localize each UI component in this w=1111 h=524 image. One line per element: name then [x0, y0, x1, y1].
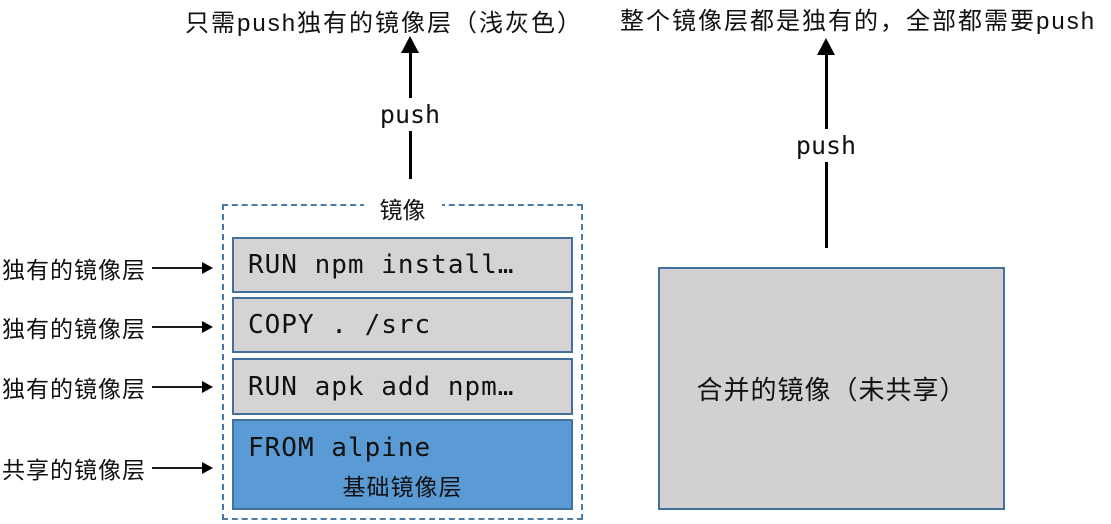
side-label-row: 独有的镜像层: [2, 372, 213, 402]
side-label-text: 独有的镜像层: [2, 257, 146, 283]
side-label-row: 独有的镜像层: [2, 253, 213, 283]
arrow-up-icon: [401, 36, 419, 53]
arrow-line: [152, 467, 202, 469]
arrow-line: [152, 386, 202, 388]
side-label-text: 独有的镜像层: [2, 316, 146, 342]
image-layer-from-alpine: FROM alpine 基础镜像层: [232, 419, 573, 510]
side-label-text: 独有的镜像层: [2, 376, 146, 402]
arrow-right-icon: [202, 462, 213, 474]
arrow-line: [152, 326, 202, 328]
image-layer-copy-src: COPY . /src: [232, 297, 573, 353]
layer-code: RUN apk add npm…: [248, 371, 515, 402]
side-label-row: 独有的镜像层: [2, 312, 213, 342]
arrow-up-icon: [817, 38, 835, 55]
caption-right: 整个镜像层都是独有的，全部都需要push: [620, 8, 1097, 35]
side-label-text: 共享的镜像层: [2, 457, 146, 483]
base-layer-label: 基础镜像层: [342, 474, 463, 500]
merged-image-label: 合并的镜像（未共享）: [696, 375, 967, 405]
merged-image-box: 合并的镜像（未共享）: [658, 267, 1005, 510]
image-layer-run-npm-install: RUN npm install…: [232, 237, 573, 293]
arrow-right-icon: [202, 321, 213, 333]
image-layer-run-apk-add: RUN apk add npm…: [232, 358, 573, 415]
arrow-right-icon: [202, 262, 213, 274]
arrow-line: [152, 267, 202, 269]
layer-code: FROM alpine: [248, 433, 432, 463]
push-label-left: push: [372, 98, 448, 131]
push-label-right: push: [786, 129, 866, 162]
layer-code: RUN npm install…: [248, 250, 515, 280]
layer-code: COPY . /src: [248, 310, 432, 340]
caption-left: 只需push独有的镜像层（浅灰色）: [185, 10, 584, 37]
side-label-row: 共享的镜像层: [2, 453, 213, 483]
arrow-right-icon: [202, 381, 213, 393]
image-box-title: 镜像: [363, 191, 442, 225]
